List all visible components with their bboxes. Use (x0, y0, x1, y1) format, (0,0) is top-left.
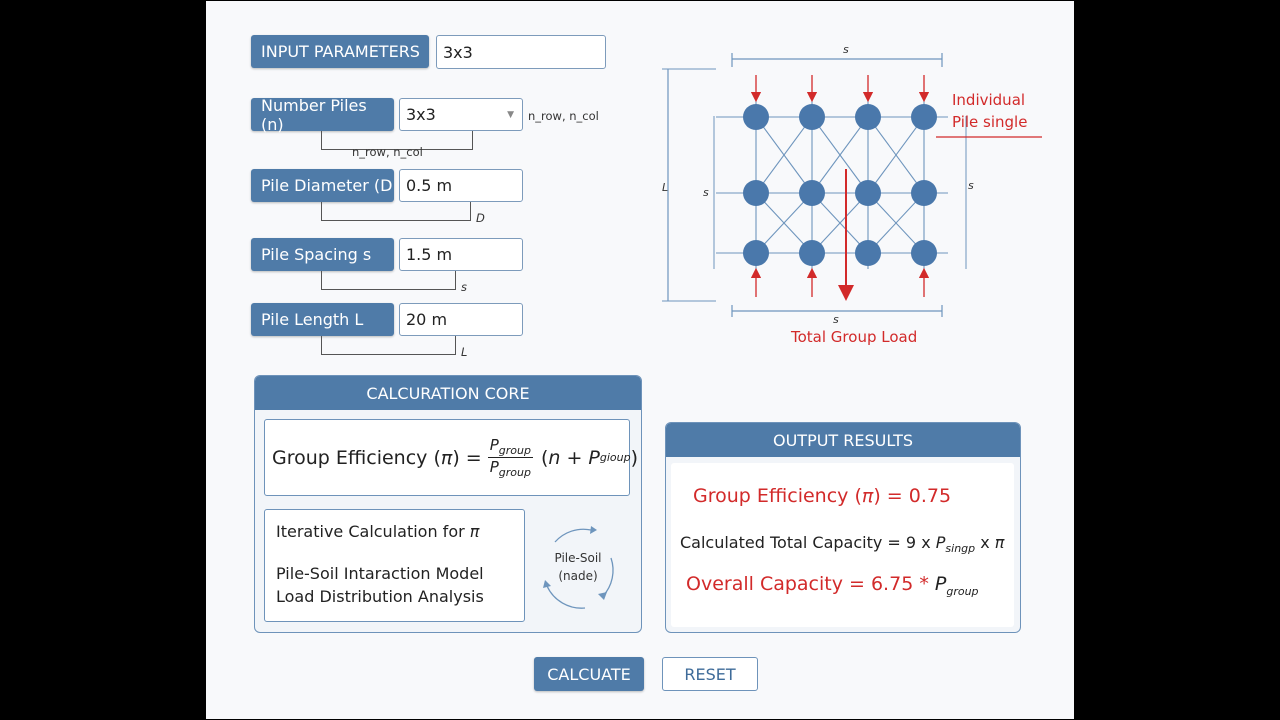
total-group-load-label: Total Group Load (790, 328, 917, 346)
cap-symbol: π (994, 533, 1005, 552)
calculation-core-title: CALCURATION CORE (255, 376, 641, 410)
number-piles-label: Number Piles (n) (251, 96, 394, 134)
output-results-body: Group Efficiency (π) = 0.75 Calculated T… (671, 463, 1014, 627)
number-piles-value: 3x3 (406, 105, 436, 124)
individual-load-arrows (750, 75, 930, 297)
app-panel: INPUT PARAMETERS 3x3 Number Piles (n) 3x… (206, 1, 1074, 719)
pile-length-input[interactable]: 20 m (399, 303, 523, 336)
number-piles-bracket-note: n_row, n_col (352, 145, 423, 159)
pile-diameter-label: Pile Diameter (D (251, 169, 394, 202)
length-dimension-label: L (662, 181, 668, 194)
input-parameters-label: INPUT PARAMETERS (251, 35, 429, 68)
paren-open: ( (540, 446, 549, 469)
calculation-core-panel: CALCURATION CORE Group Efficiency ( π ) … (254, 375, 642, 633)
frac-num-sub: group (498, 444, 531, 457)
paren-plus: + (560, 446, 589, 469)
pile-length-label: Pile Length L (251, 303, 394, 336)
pile-diameter-bracket (321, 202, 471, 221)
efficiency-symbol: π (861, 485, 874, 507)
iterative-symbol: π (469, 522, 480, 541)
paren-sub: giοup (599, 451, 631, 464)
formula-eq: ) = (452, 446, 482, 469)
efficiency-result: Group Efficiency (π) = 0.75 (693, 485, 952, 507)
iterative-calculation-box: Iterative Calculation for π Pile-Soil In… (264, 509, 525, 622)
number-piles-bracket (321, 131, 473, 150)
iterative-line-1: Pile-Soil Intaraction Model (276, 564, 484, 583)
pile-spacing-input[interactable]: 1.5 m (399, 238, 523, 271)
number-piles-select[interactable]: 3x3 ▼ (399, 98, 523, 131)
piles (743, 104, 937, 266)
pile-group-diagram: s L s s s (662, 43, 1042, 346)
cap-sub: singp (945, 542, 976, 556)
pile-length-bracket (321, 336, 456, 355)
overall-capacity-result: Overall Capacity = 6.75 * Pgroup (686, 573, 979, 598)
pile-diameter-bracket-note: D (476, 211, 485, 225)
iterative-title: Iterative Calculation for (276, 522, 465, 541)
pile-spacing-bracket-note: s (461, 280, 467, 294)
overall-p: P (934, 573, 947, 595)
paren-close: ) (630, 446, 639, 469)
top-dimension-label: s (843, 43, 849, 56)
number-piles-side-note: n_row, n_col (528, 109, 599, 123)
reset-button[interactable]: RESET (662, 657, 758, 691)
formula-symbol: π (440, 446, 453, 469)
cap-suffix: x (980, 533, 990, 552)
output-results-panel: OUTPUT RESULTS Group Efficiency (π) = 0.… (665, 422, 1021, 633)
cap-p: P (935, 533, 946, 552)
inner-left-dimension-label: s (703, 186, 709, 199)
frac-num-p: P (489, 436, 499, 454)
cycle-label-1: Pile-Soil (555, 551, 602, 565)
calculate-button[interactable]: CALCUATE (534, 657, 644, 691)
efficiency-value: ) = 0.75 (873, 485, 952, 507)
total-capacity-result: Calculated Total Capacity = 9 x Psingp x… (680, 533, 1005, 556)
formula-fraction: Pgroup Pgroup (487, 436, 533, 479)
cycle-label-2: (nade) (558, 569, 597, 583)
paren-symbol: n (548, 446, 561, 469)
individual-pile-label-1: Individual (952, 91, 1025, 109)
frac-den-p: P (489, 458, 499, 476)
frac-den-sub: group (498, 466, 531, 479)
formula-prefix: Group Efficiency ( (272, 446, 441, 469)
individual-pile-label-2: Pile single (952, 113, 1027, 131)
bottom-dimension-label: s (833, 313, 839, 326)
pile-spacing-label: Pile Spacing s (251, 238, 394, 271)
preset-input[interactable]: 3x3 (436, 35, 606, 69)
chevron-down-icon: ▼ (507, 109, 514, 120)
iterative-line-2: Load Distribution Analysis (276, 587, 484, 606)
pile-spacing-bracket (321, 271, 456, 290)
group-efficiency-formula: Group Efficiency ( π ) = Pgroup Pgroup (… (264, 419, 638, 496)
refresh-cycle-icon: Pile-Soil (nade) (543, 526, 614, 609)
output-results-title: OUTPUT RESULTS (666, 423, 1020, 457)
right-dimension-label: s (968, 179, 974, 192)
pile-length-bracket-note: L (461, 345, 468, 359)
pile-diameter-input[interactable]: 0.5 m (399, 169, 523, 202)
overall-sub: group (946, 584, 979, 598)
paren-p: P (588, 446, 600, 469)
